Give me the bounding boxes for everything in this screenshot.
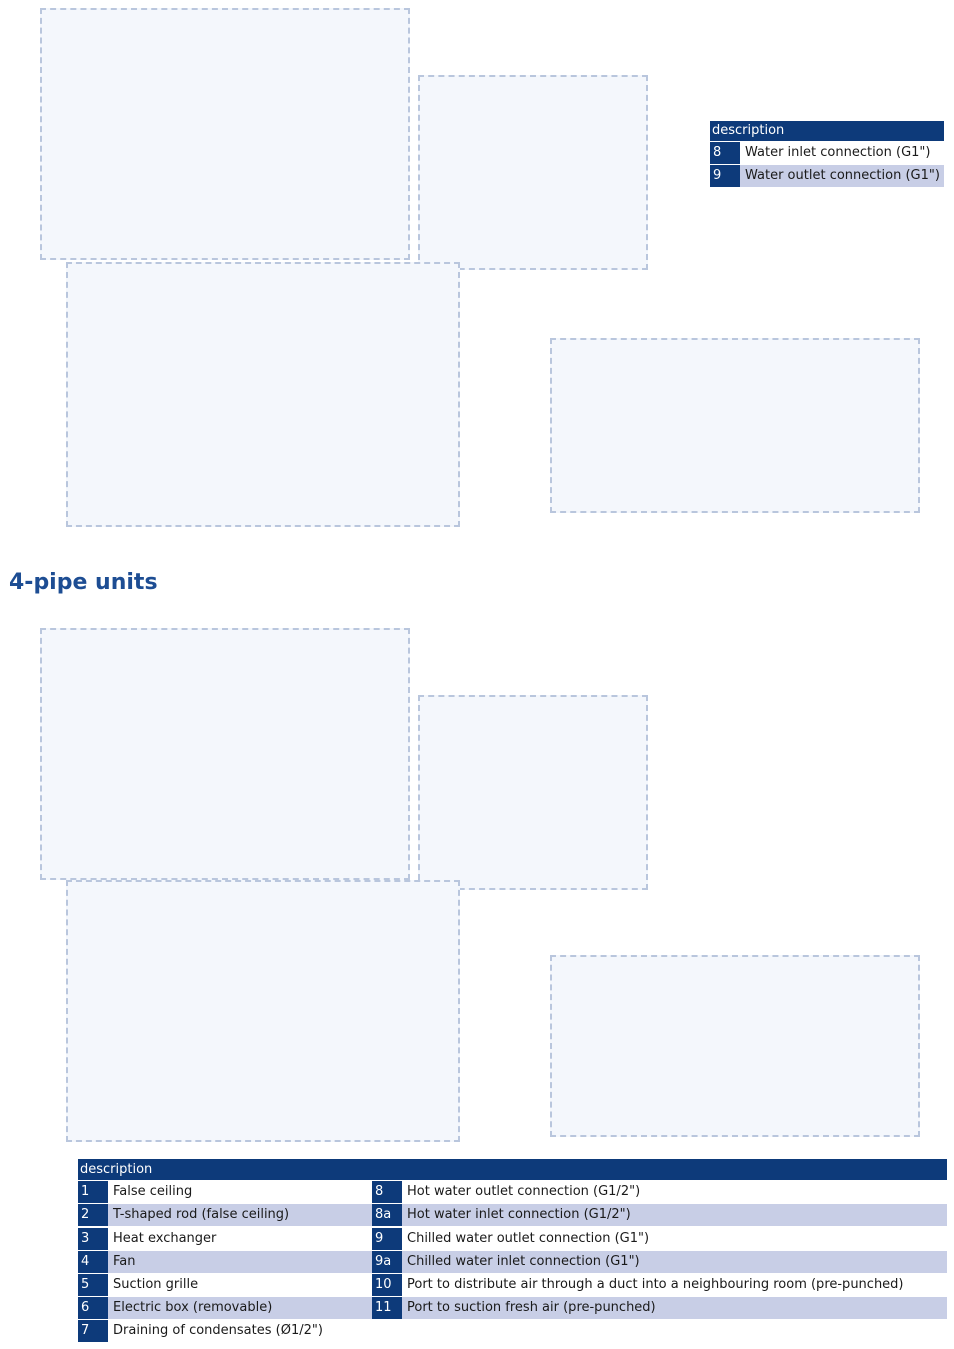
legend-header: description xyxy=(78,1159,947,1180)
legend-text: Suction grille xyxy=(113,1276,199,1292)
legend-text: Hot water outlet connection (G1/2") xyxy=(407,1184,641,1200)
legend-row: 9 Chilled water outlet connection (G1") xyxy=(372,1227,947,1250)
section-title: 4-pipe units xyxy=(9,570,158,595)
legend-number: 7 xyxy=(78,1320,108,1343)
legend-text: Port to suction fresh air (pre-punched) xyxy=(402,1297,947,1320)
legend-row: 1 False ceiling xyxy=(78,1181,372,1204)
legend-text: T-shaped rod (false ceiling) xyxy=(108,1204,372,1227)
legend-row: 9 Water outlet connection (G1") xyxy=(710,165,944,187)
legend-number: 9 xyxy=(710,165,740,187)
legend-number: 9a xyxy=(372,1250,402,1273)
top-drawing-front-view xyxy=(40,8,410,260)
legend-row: 10 Port to distribute air through a duct … xyxy=(372,1273,947,1296)
top-drawing-port-view xyxy=(550,338,920,513)
legend-row: 7 Draining of condensates (Ø1/2") xyxy=(78,1320,372,1343)
legend-number: 4 xyxy=(78,1250,108,1273)
legend-number: 8a xyxy=(372,1204,402,1227)
legend-row: 8 Water inlet connection (G1") xyxy=(710,142,944,164)
legend-text: Draining of condensates (Ø1/2") xyxy=(113,1323,323,1339)
legend-text: Chilled water outlet connection (G1") xyxy=(407,1230,650,1246)
legend-text: False ceiling xyxy=(113,1184,193,1200)
legend-number: 10 xyxy=(372,1273,402,1296)
legend-number: 8 xyxy=(710,142,740,164)
legend-text: Hot water inlet connection (G1/2") xyxy=(402,1204,947,1227)
legend-number: 3 xyxy=(78,1227,108,1250)
legend-text: Fan xyxy=(108,1250,372,1273)
legend-number: 6 xyxy=(78,1297,108,1320)
top-drawing-side-view xyxy=(418,75,648,270)
legend-number: 1 xyxy=(78,1181,108,1204)
legend-number: 5 xyxy=(78,1273,108,1296)
legend-number: 2 xyxy=(78,1204,108,1227)
legend-number: 11 xyxy=(372,1297,402,1320)
legend-header: description xyxy=(710,121,944,141)
legend-text: Heat exchanger xyxy=(113,1230,217,1246)
legend-number: 9 xyxy=(372,1227,402,1250)
top-description-legend: description 8 Water inlet connection (G1… xyxy=(710,121,944,187)
legend-text: Chilled water inlet connection (G1") xyxy=(402,1250,947,1273)
legend-row: 8 Hot water outlet connection (G1/2") xyxy=(372,1181,947,1204)
legend-number: 8 xyxy=(372,1181,402,1204)
legend-row: 3 Heat exchanger xyxy=(78,1227,372,1250)
legend-text: Port to distribute air through a duct in… xyxy=(407,1276,904,1292)
legend-text: Water inlet connection (G1") xyxy=(745,145,931,160)
bottom-drawing-plan-view xyxy=(66,880,460,1142)
bottom-drawing-side-view xyxy=(418,695,648,890)
top-drawing-plan-view xyxy=(66,262,460,527)
legend-text: Electric box (removable) xyxy=(108,1297,372,1320)
legend-text: Water outlet connection (G1") xyxy=(740,165,944,187)
bottom-drawing-port-view xyxy=(550,955,920,1137)
legend-row: 5 Suction grille xyxy=(78,1273,372,1296)
bottom-drawing-front-view xyxy=(40,628,410,880)
